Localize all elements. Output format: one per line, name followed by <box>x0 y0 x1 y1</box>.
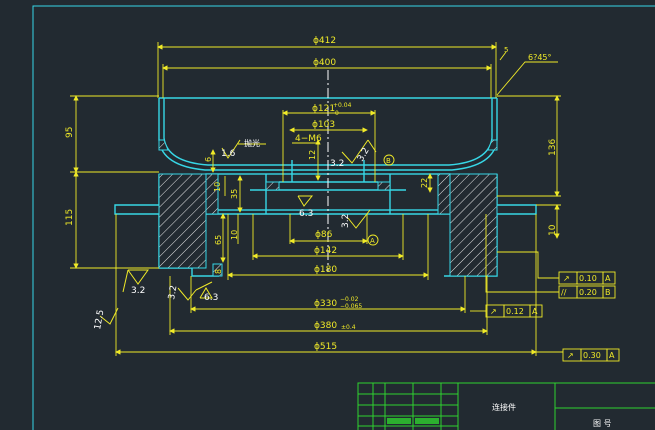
dim-d86: ϕ86 <box>315 230 333 240</box>
datum-b-circle <box>383 154 395 166</box>
roughness-symbols <box>99 139 377 325</box>
tol-4-value: 0.30 <box>583 351 601 360</box>
roughness-3-2-a: 3.2 <box>330 159 344 169</box>
dim-h10-left: 10 <box>213 182 222 192</box>
dim-d380-tol: ±0.4 <box>341 324 356 331</box>
dim-d412: ϕ412 <box>313 36 336 46</box>
tol-2-value: 0.20 <box>579 288 597 297</box>
dim-h95: 95 <box>65 127 75 138</box>
tol-3-value: 0.12 <box>506 307 524 316</box>
tol-4-ref: A <box>609 351 615 360</box>
dim-d180: ϕ180 <box>314 265 337 275</box>
hatch-right-wall <box>449 173 498 277</box>
drawing-label: 图 号 <box>593 419 612 428</box>
dim-chamfer: 6?45° <box>528 53 552 62</box>
tol-3-ref: A <box>532 307 538 316</box>
tol-2-ref: B <box>605 288 611 297</box>
drawing-frame <box>32 5 655 430</box>
hatch-small-left <box>212 263 223 277</box>
dim-h65: 65 <box>214 235 223 245</box>
dimension-lines <box>70 42 563 356</box>
tol-1-ref: A <box>605 274 611 283</box>
dim-d121: ϕ121 <box>312 104 335 114</box>
roughness-12-5: 12.5 <box>93 309 106 330</box>
datum-a-circle <box>367 234 379 246</box>
roughness-3-2-c: 3.2 <box>341 214 351 228</box>
dim-h136: 136 <box>548 139 558 156</box>
dim-d400: ϕ400 <box>313 58 336 68</box>
title-block <box>357 382 655 430</box>
tol-1-symbol: ↗ <box>563 274 570 283</box>
tolerance-labels: ↗ 0.10 A // 0.20 B ↗ 0.12 A ↗ 0.30 A <box>490 274 615 360</box>
dim-h35: 35 <box>230 189 239 199</box>
hatch-right-step <box>437 173 451 215</box>
dimension-labels: ϕ412 ϕ400 ϕ121 +0.04 0 ϕ103 4−M6 ϕ86 ϕ14… <box>65 36 558 352</box>
roughness-1-6: 1.6 <box>221 149 236 159</box>
dim-h10-low: 10 <box>230 230 239 240</box>
title-block-fill-1 <box>387 418 411 424</box>
dim-h12: 12 <box>308 150 317 160</box>
dim-d380: ϕ380 <box>314 321 337 331</box>
datum-b: B <box>386 157 391 165</box>
dim-d142: ϕ142 <box>314 246 337 256</box>
section-hatching <box>158 139 498 277</box>
roughness-3-2-e: 3.2 <box>167 285 179 301</box>
hatch-rim-left <box>158 139 169 151</box>
title-block-labels: 连接件 图 号 <box>492 402 612 428</box>
dim-h115: 115 <box>65 209 75 226</box>
dim-d330-tol-up: −0.02 <box>340 296 359 303</box>
tolerance-frames <box>470 214 620 362</box>
dim-h22: 22 <box>420 178 429 188</box>
dim-d330: ϕ330 <box>314 299 337 309</box>
dim-holes: 4−M6 <box>295 134 322 144</box>
hatch-hub-right <box>377 181 391 191</box>
part-name: 连接件 <box>492 402 516 412</box>
dim-d515: ϕ515 <box>314 342 337 352</box>
roughness-6-3-b: 6.3 <box>204 293 218 303</box>
datum-labels: B A <box>370 157 391 245</box>
tol-1-value: 0.10 <box>579 274 597 283</box>
roughness-3-2-d: 3.2 <box>131 286 145 296</box>
dim-r5: 5 <box>504 46 508 54</box>
dim-d121-tol: +0.04 <box>333 102 352 109</box>
dim-d121-tol-low: 0 <box>335 110 339 117</box>
tol-3-symbol: ↗ <box>490 307 497 316</box>
hatch-left-step <box>205 173 219 215</box>
dim-d103: ϕ103 <box>312 120 335 130</box>
dim-h10-right: 10 <box>548 224 558 236</box>
datum-symbols <box>360 154 395 246</box>
dim-h6: 6 <box>204 157 213 162</box>
datum-a: A <box>370 237 375 245</box>
dim-h8: 8 <box>214 269 223 274</box>
tol-2-symbol: // <box>561 288 567 297</box>
hatch-hub-left <box>265 181 280 191</box>
dim-d330-tol-low: −0.065 <box>340 303 362 310</box>
hatch-rim-right <box>487 139 498 151</box>
title-block-fill-2 <box>415 418 439 424</box>
roughness-6-3-a: 6.3 <box>299 209 313 219</box>
tol-4-symbol: ↗ <box>567 351 574 360</box>
hatch-left-wall <box>158 173 207 269</box>
polish-note: 抛光 <box>244 138 260 148</box>
roughness-3-2-b: 3.2 <box>356 146 372 163</box>
